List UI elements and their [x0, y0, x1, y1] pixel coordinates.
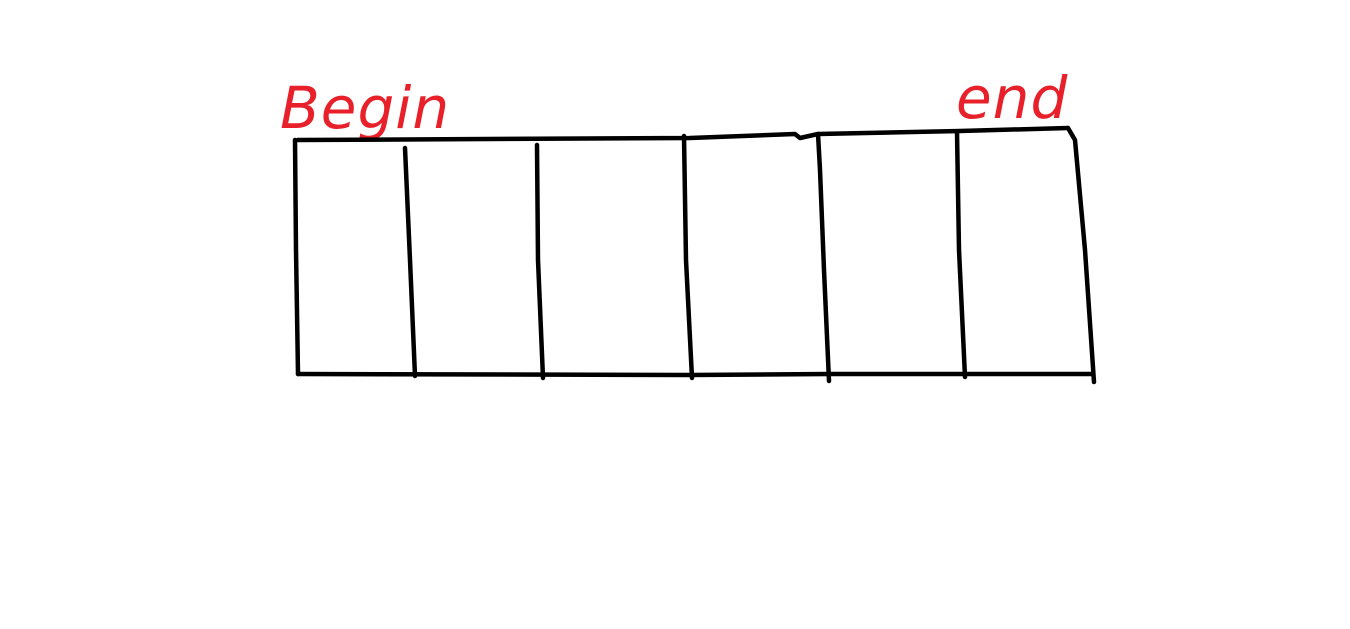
array-bottom-edge [295, 371, 1096, 378]
end-label: end [956, 64, 1068, 132]
cell-divider [681, 133, 695, 381]
array-top-edge [295, 125, 1071, 143]
cell-divider [815, 131, 832, 384]
cell-dividers [402, 129, 968, 384]
begin-label: Begin [280, 74, 450, 142]
cell-divider [954, 129, 968, 380]
array-right-edge [1065, 125, 1097, 385]
cell-divider [534, 142, 546, 381]
array-left-edge [292, 137, 301, 377]
array-outline [292, 125, 1097, 385]
cell-divider [402, 145, 418, 379]
